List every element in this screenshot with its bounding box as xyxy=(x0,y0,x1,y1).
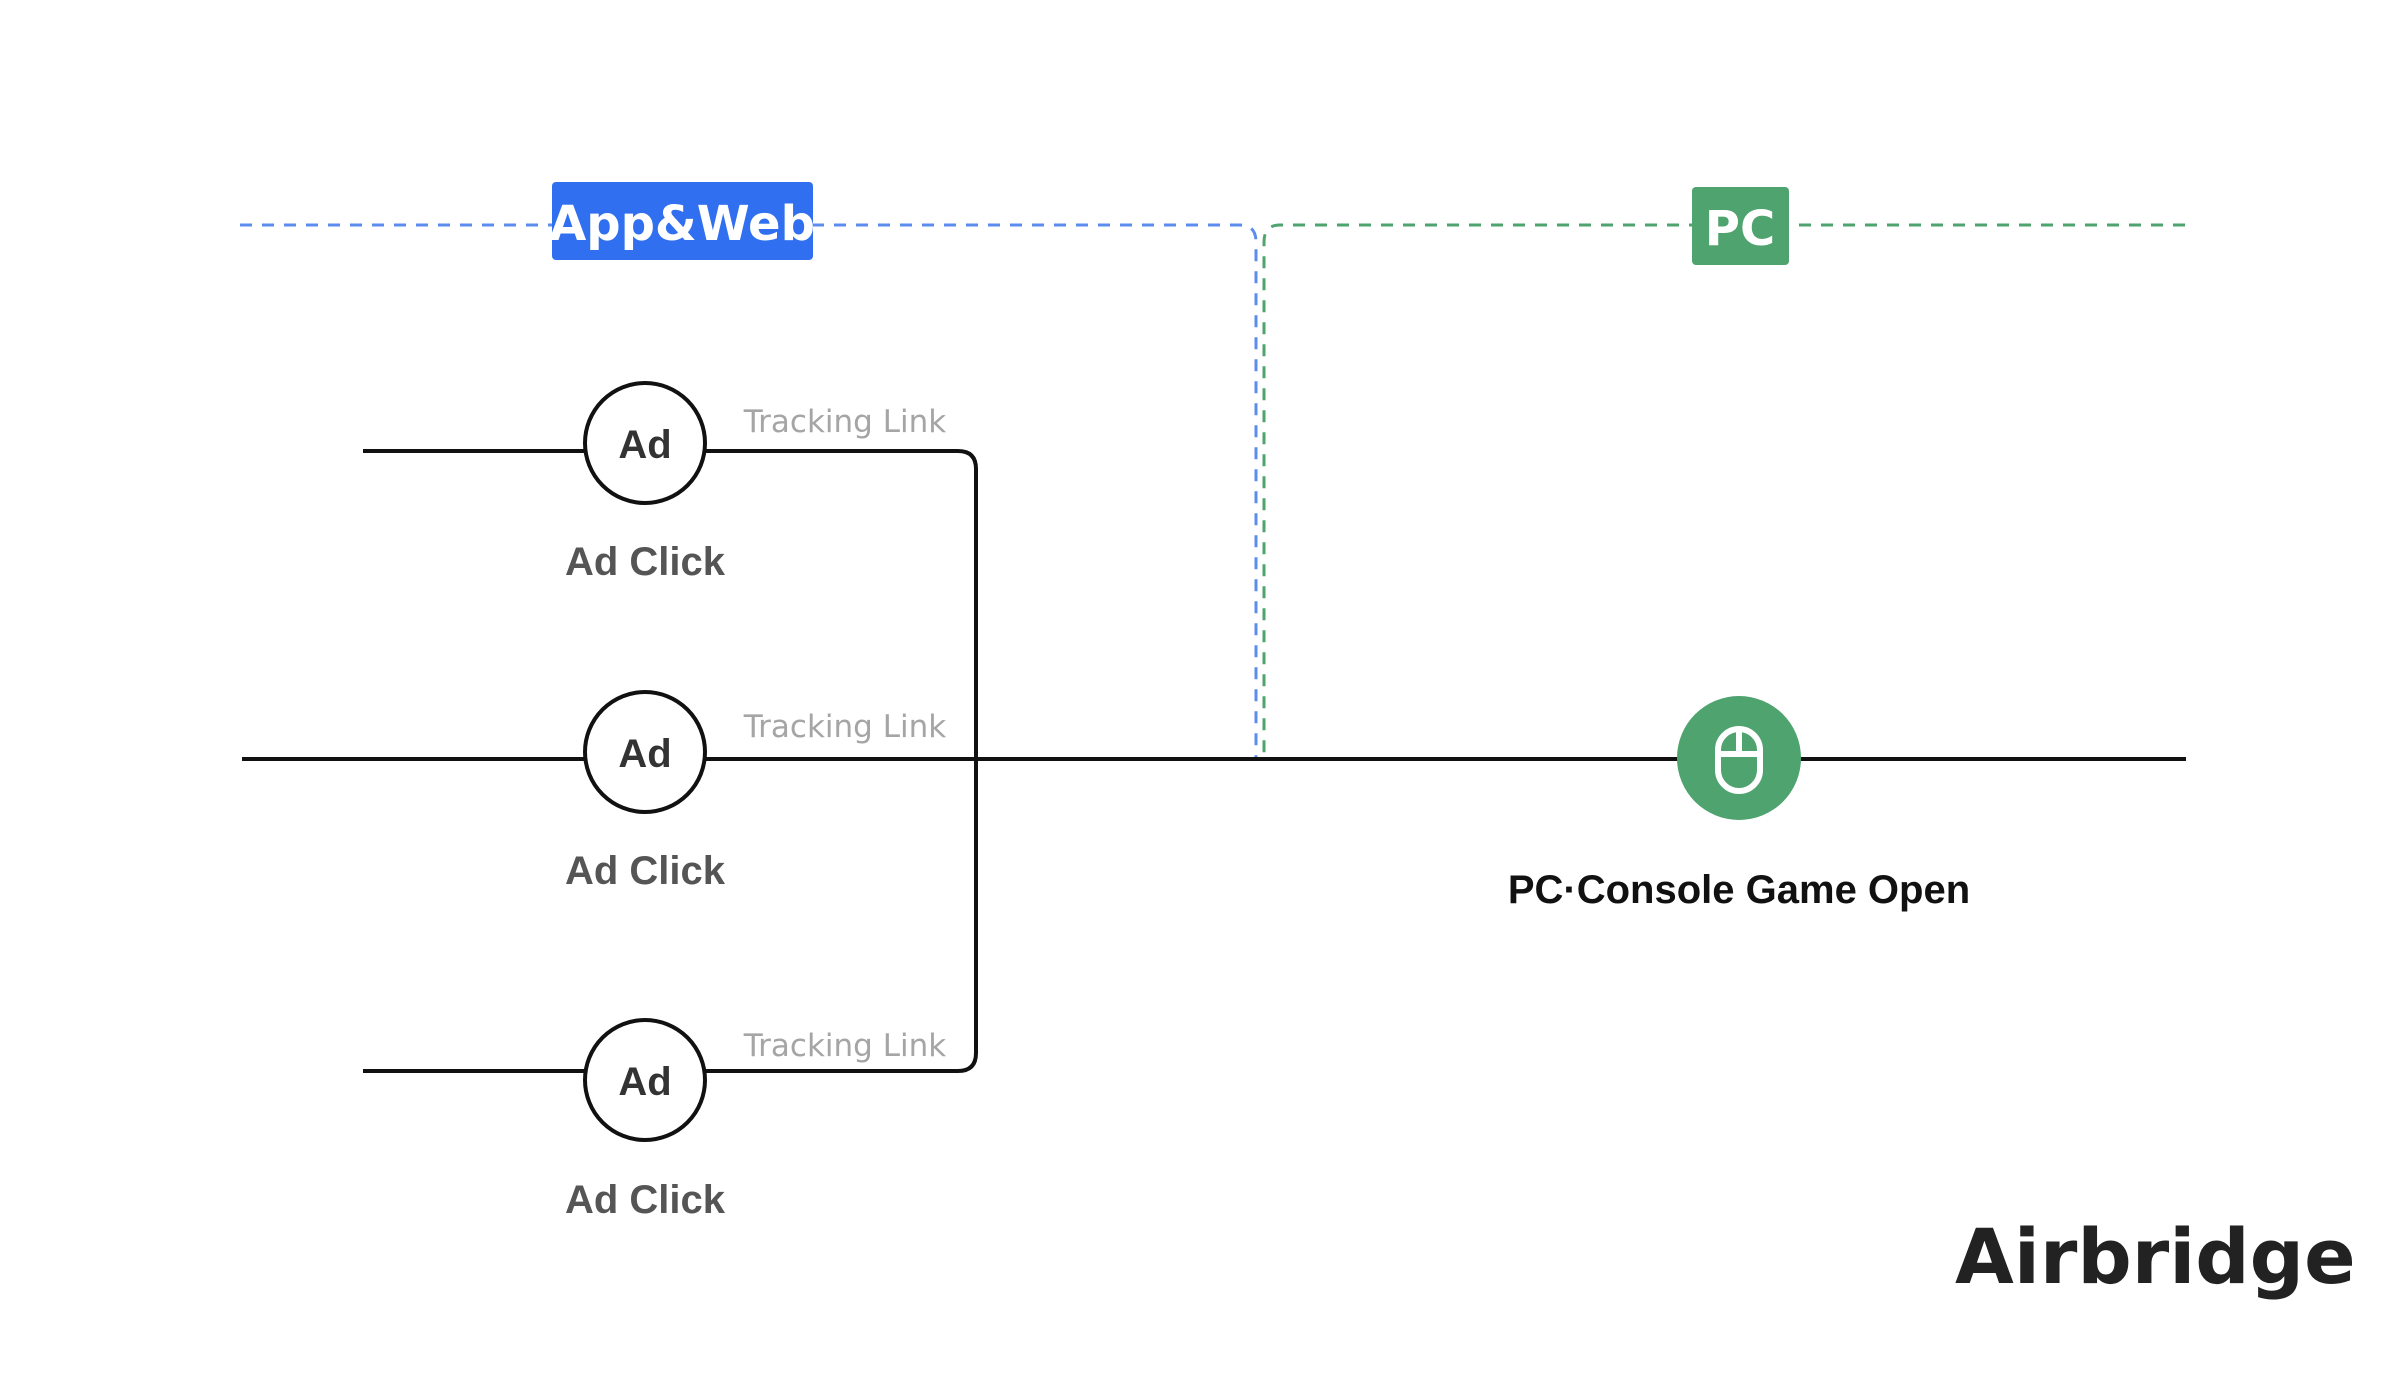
ad-icon-text: Ad xyxy=(618,1060,671,1104)
app-web-label-text: App&Web xyxy=(549,196,815,252)
pc-label-text: PC xyxy=(1705,201,1775,257)
ad-icon xyxy=(583,381,707,505)
app-web-region-label: App&Web xyxy=(549,182,815,260)
ad-node: Ad Ad Click Tracking Link xyxy=(565,690,946,893)
ad-icon-text: Ad xyxy=(618,732,671,776)
mouse-icon xyxy=(1715,726,1763,794)
pc-game-open-caption: PC·Console Game Open xyxy=(1508,868,1970,912)
app-web-region-boundary xyxy=(240,223,1258,760)
ad-node: Ad Ad Click Tracking Link xyxy=(565,381,946,584)
pc-region-boundary xyxy=(1262,223,2185,760)
ad-click-caption: Ad Click xyxy=(565,1178,726,1222)
airbridge-logo: Airbridge xyxy=(1955,1212,2356,1301)
tracking-link-label: Tracking Link xyxy=(743,709,946,745)
ad-click-caption: Ad Click xyxy=(565,849,726,893)
ad-icon-text: Ad xyxy=(618,423,671,467)
ad-click-caption: Ad Click xyxy=(565,540,726,584)
pc-region-label: PC xyxy=(1692,187,1789,265)
tracking-link-label: Tracking Link xyxy=(743,1028,946,1064)
ad-node: Ad Ad Click Tracking Link xyxy=(565,1018,946,1222)
pc-game-open-node: PC·Console Game Open xyxy=(1508,696,1970,912)
ad-icon xyxy=(583,690,707,814)
tracking-link-label: Tracking Link xyxy=(743,404,946,440)
pc-event-circle xyxy=(1677,696,1801,820)
ad-icon xyxy=(583,1018,707,1142)
journey-lines xyxy=(242,449,2186,1073)
